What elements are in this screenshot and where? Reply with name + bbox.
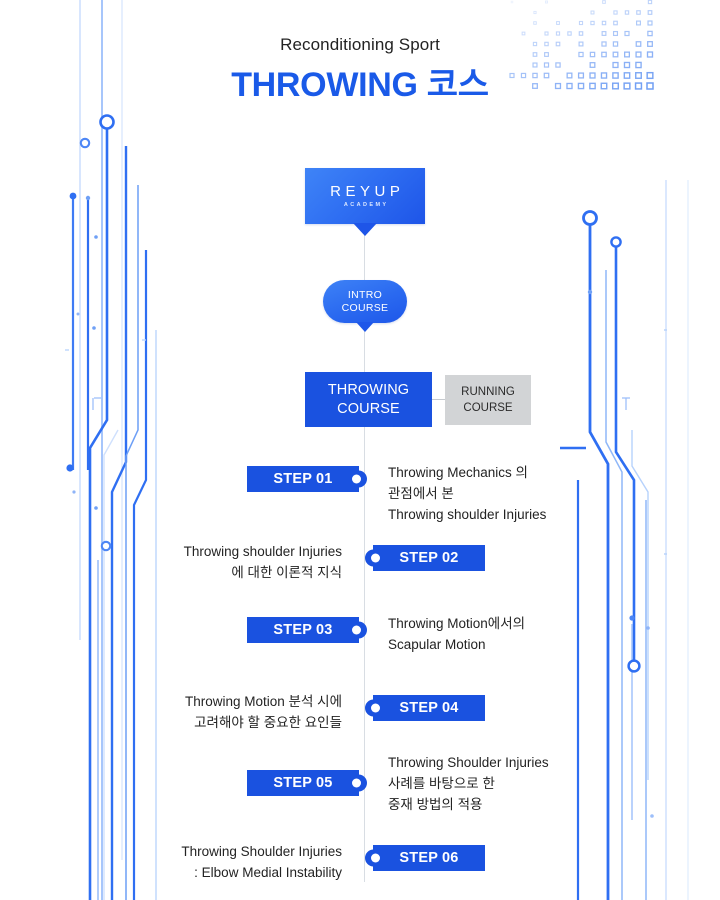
running-course-line2: COURSE: [463, 400, 512, 416]
step-badge[interactable]: STEP 04: [373, 695, 485, 721]
page-subtitle: Reconditioning Sport: [0, 32, 720, 58]
throwing-course-line1: THROWING: [328, 381, 409, 400]
reyup-logo-card: REYUP ACADEMY: [305, 168, 425, 224]
step-badge[interactable]: STEP 06: [373, 845, 485, 871]
step-connector-notch: [352, 475, 361, 484]
step-connector-notch: [352, 779, 361, 788]
step-badge-label: STEP 02: [399, 550, 458, 566]
step-connector-notch: [371, 704, 380, 713]
course-connector-line: [432, 399, 445, 400]
page-header: Reconditioning Sport THROWING 코스: [0, 32, 720, 108]
step-connector-notch: [371, 854, 380, 863]
intro-course-line2: COURSE: [342, 302, 389, 315]
logo-wordmark: REYUP: [326, 183, 405, 200]
throwing-course-box[interactable]: THROWING COURSE: [305, 372, 432, 427]
intro-course-line1: INTRO: [348, 289, 382, 302]
step-connector-notch: [371, 554, 380, 563]
step-badge-label: STEP 01: [273, 471, 332, 487]
running-course-box[interactable]: RUNNING COURSE: [445, 375, 531, 425]
step-badge[interactable]: STEP 03: [247, 617, 359, 643]
page-title: THROWING 코스: [0, 62, 720, 108]
step-badge[interactable]: STEP 01: [247, 466, 359, 492]
step-badge-label: STEP 06: [399, 850, 458, 866]
logo-subtext: ACADEMY: [342, 200, 389, 210]
step-badge-label: STEP 04: [399, 700, 458, 716]
throwing-course-line2: COURSE: [337, 400, 400, 419]
step-badge-label: STEP 05: [273, 775, 332, 791]
step-description: Throwing Mechanics 의 관점에서 본 Throwing sho…: [388, 462, 668, 525]
step-description: Throwing Motion에서의 Scapular Motion: [388, 613, 668, 655]
step-description: Throwing Shoulder Injuries : Elbow Media…: [52, 841, 342, 883]
step-description: Throwing shoulder Injuries 에 대한 이론적 지식: [52, 541, 342, 583]
step-connector-notch: [352, 626, 361, 635]
running-course-line1: RUNNING: [461, 384, 515, 400]
step-badge-label: STEP 03: [273, 622, 332, 638]
step-badge[interactable]: STEP 05: [247, 770, 359, 796]
step-description: Throwing Motion 분석 시에 고려해야 할 중요한 요인들: [52, 691, 342, 733]
intro-course-node[interactable]: INTRO COURSE: [323, 280, 407, 323]
circuit-decoration-left: [60, 0, 200, 900]
step-badge[interactable]: STEP 02: [373, 545, 485, 571]
spine-course-to-steps: [364, 427, 365, 882]
step-description: Throwing Shoulder Injuries 사례를 바탕으로 한 중재…: [388, 752, 668, 815]
